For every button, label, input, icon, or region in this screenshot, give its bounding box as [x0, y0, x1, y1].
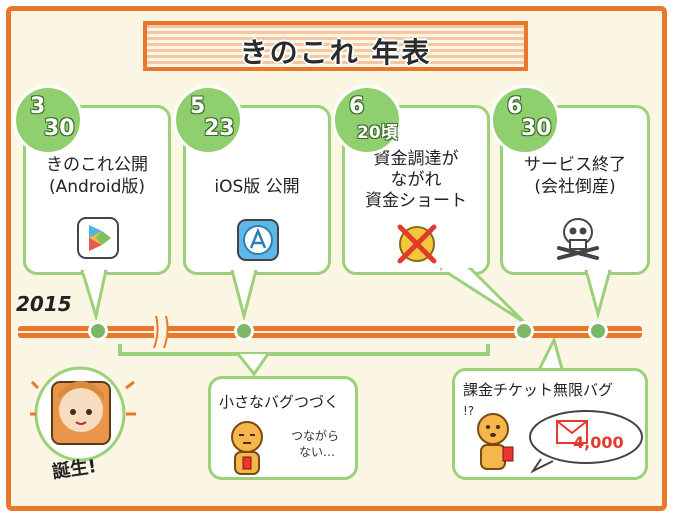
year-label: 2015 — [16, 292, 72, 316]
timeline-dot-1 — [88, 321, 108, 341]
event-3-line-2: ながれ — [390, 170, 442, 190]
date-badge-3: 6 20頃 — [332, 85, 402, 155]
date-4-num: 6 — [507, 94, 523, 119]
confused-person-icon: !? — [463, 404, 514, 470]
event-2-line-1: iOS版 公開 — [214, 177, 300, 197]
date-1-den: 30 — [44, 116, 75, 141]
bug-bubble: 小さなバグつづく つながら ない… — [208, 376, 358, 480]
date-3-den: 20頃 — [357, 123, 398, 143]
birth-character — [30, 366, 136, 462]
skull-crossbones-icon — [557, 218, 599, 260]
svg-text:!?: !? — [463, 404, 474, 418]
billing-bubble: 課金チケット無限バグ !? 4,000 — [452, 368, 648, 480]
timeline-break — [153, 314, 169, 350]
billing-label: 課金チケット無限バグ — [463, 381, 614, 399]
date-badge-4: 6 30 — [490, 85, 560, 155]
event-3-line-3: 資金ショート — [365, 191, 467, 211]
date-1-num: 3 — [30, 94, 46, 119]
event-1-line-1: きのこれ公開 — [46, 155, 148, 175]
google-play-icon — [77, 217, 119, 259]
date-2-num: 5 — [190, 94, 206, 119]
card-2-tail — [230, 270, 258, 320]
worried-person-icon — [231, 421, 263, 475]
timeline-dot-4 — [588, 321, 608, 341]
page-title: きのこれ 年表 — [239, 36, 432, 69]
date-3-num: 6 — [349, 94, 365, 119]
bug-period-bracket — [118, 344, 490, 377]
title-banner: きのこれ 年表 — [143, 21, 528, 71]
card-3-tail — [440, 268, 526, 324]
event-card-4: サービス終了 (会社倒産) — [500, 105, 650, 275]
date-2-den: 23 — [204, 116, 235, 141]
card-4-tail — [584, 270, 612, 320]
crossed-coin-icon — [397, 224, 437, 264]
timeline-dot-2 — [234, 321, 254, 341]
murmur-line-2: ない… — [299, 445, 336, 459]
event-4-line-2: (会社倒産) — [534, 177, 616, 197]
app-store-icon — [237, 219, 279, 261]
card-1-tail — [80, 270, 108, 320]
murmur-line-1: つながら — [291, 429, 340, 443]
event-1-line-2: (Android版) — [49, 177, 145, 197]
billing-amount: 4,000 — [573, 433, 624, 452]
date-4-den: 30 — [521, 116, 552, 141]
date-badge-1: 3 30 — [13, 85, 83, 155]
event-3-line-1: 資金調達が — [373, 149, 459, 169]
mail-bubble — [529, 410, 643, 473]
timeline-stripe — [18, 331, 642, 333]
event-card-2: iOS版 公開 — [183, 105, 331, 275]
date-badge-2: 5 23 — [173, 85, 243, 155]
timeline-dot-3 — [514, 321, 534, 341]
bug-label: 小さなバグつづく — [219, 393, 340, 411]
event-4-line-1: サービス終了 — [524, 155, 626, 175]
